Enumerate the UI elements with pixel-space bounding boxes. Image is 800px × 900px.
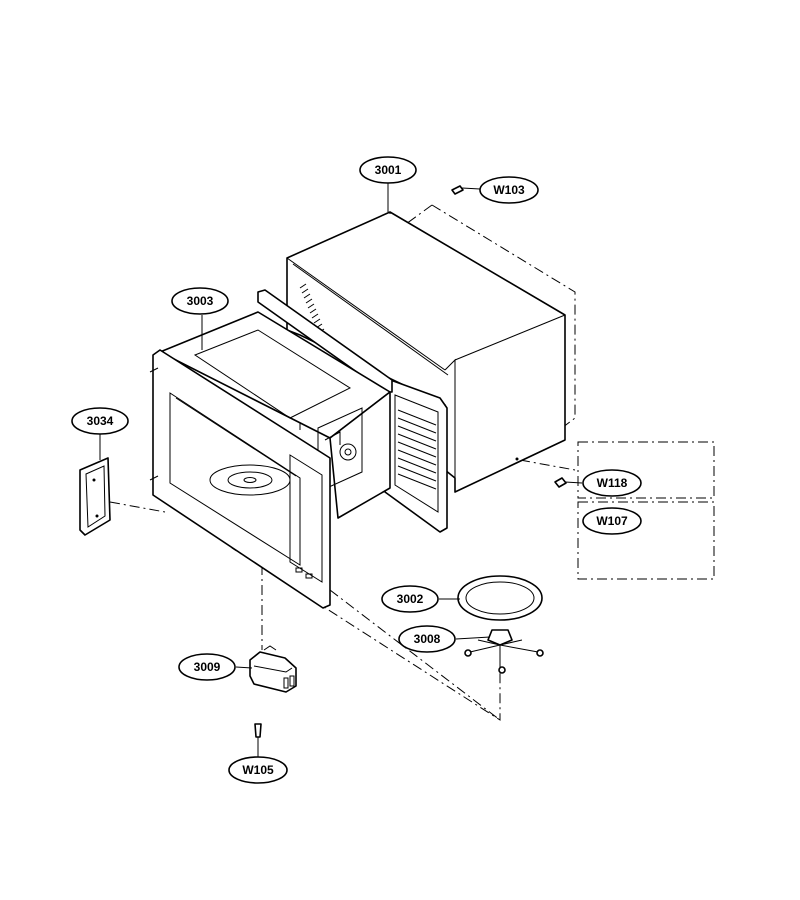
callout-3034-label: 3034 [87, 414, 114, 428]
optional-parts-box [577, 441, 715, 580]
callout-3003-label: 3003 [187, 294, 214, 308]
leader-lines [99, 183, 491, 669]
screw-w105-icon [254, 723, 262, 757]
callout-3008: 3008 [398, 625, 456, 653]
callout-w103: W103 [479, 176, 539, 204]
callout-w107: W107 [582, 507, 642, 535]
glass-tray-part [457, 575, 543, 621]
back-panel [384, 377, 448, 533]
back-panel-vent-grid [397, 409, 437, 490]
screw-w118-icon [554, 477, 583, 488]
callout-w118-label: W118 [597, 476, 628, 490]
callout-3034: 3034 [71, 407, 129, 435]
callout-3009-label: 3009 [194, 660, 221, 674]
callout-3002-label: 3002 [397, 592, 424, 606]
callout-3003: 3003 [171, 287, 229, 315]
screw-w103-icon [451, 185, 481, 195]
callout-3001-label: 3001 [375, 163, 402, 177]
oven-cavity-part [149, 289, 393, 609]
turntable-motor-part [249, 645, 297, 693]
callout-3001: 3001 [359, 156, 417, 184]
callout-3008-label: 3008 [414, 632, 441, 646]
callout-3002: 3002 [381, 585, 439, 613]
callout-w118: W118 [582, 469, 642, 497]
outer-cabinet-part [286, 211, 566, 493]
callout-3009: 3009 [178, 653, 236, 681]
roller-ring-part [464, 629, 544, 674]
callout-w107-label: W107 [596, 514, 628, 528]
callout-w105: W105 [228, 756, 288, 784]
waveguide-cover-part [79, 457, 111, 536]
callout-w105-label: W105 [242, 763, 274, 777]
callout-w103-label: W103 [493, 183, 525, 197]
